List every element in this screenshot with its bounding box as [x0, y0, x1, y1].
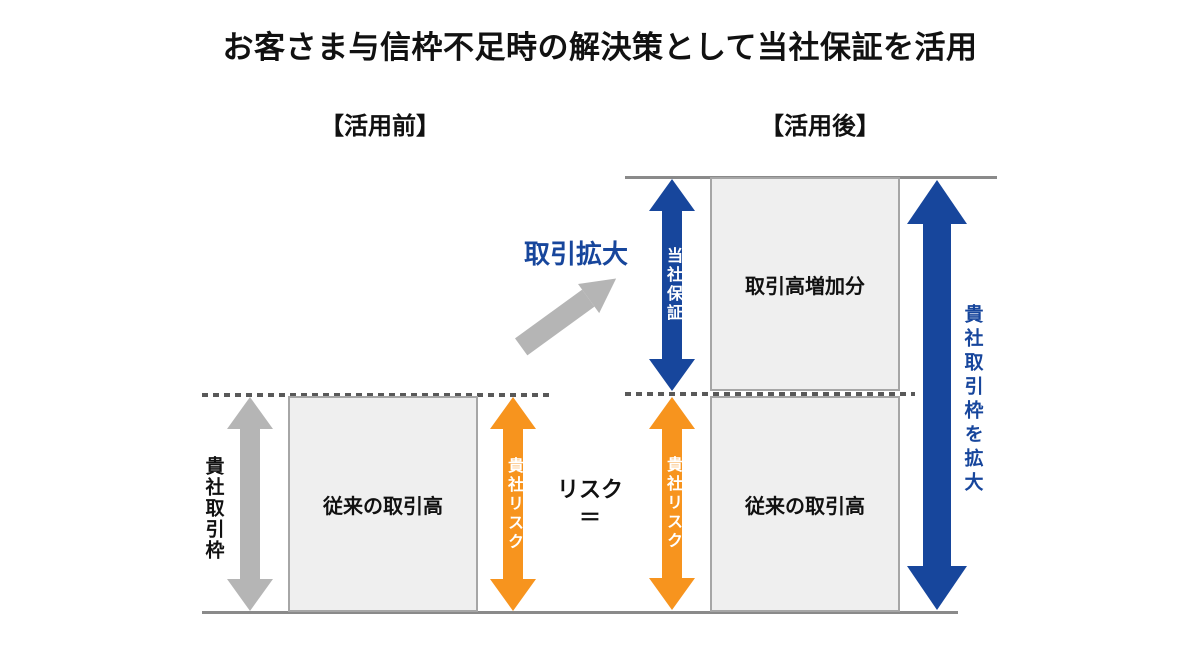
after-heading: 【活用後】 [760, 113, 880, 140]
frame-expand-label: 貴社取引枠を拡大 [961, 304, 983, 496]
before-frame-label: 貴社取引枠 [202, 455, 224, 561]
baseline [202, 611, 958, 614]
before-credit-limit-dotted-line [202, 393, 552, 397]
arrow-head-up-icon [649, 179, 695, 211]
guarantee-label: 当社保証 [664, 247, 681, 323]
arrow-shaft [923, 224, 951, 566]
before-risk-label: 貴社リスク [505, 456, 522, 552]
after-credit-limit-dotted-line [625, 392, 915, 396]
arrow-head-up-icon [227, 397, 273, 429]
after-sales-box: 従来の取引高 [710, 396, 900, 612]
risk-equal-note: リスク ＝ [540, 476, 640, 531]
after-risk-label: 貴社リスク [664, 456, 681, 551]
after-risk-double-arrow: 貴社リスク [649, 397, 695, 610]
frame-expand-double-arrow [907, 180, 967, 610]
arrow-shaft [662, 211, 682, 359]
risk-equal-line2: ＝ [578, 504, 601, 530]
after-sales-box-label: 従来の取引高 [745, 495, 865, 518]
before-heading: 【活用前】 [320, 113, 440, 140]
arrow-head-down-icon [227, 579, 273, 611]
expand-label: 取引拡大 [523, 239, 628, 269]
guarantee-double-arrow: 当社保証 [649, 179, 695, 391]
arrow-head-down-icon [907, 566, 967, 610]
risk-equal-line1: リスク [556, 477, 623, 502]
arrow-shaft [662, 429, 682, 578]
arrow-shaft [515, 289, 595, 356]
before-frame-double-arrow [227, 397, 273, 611]
arrow-shaft [240, 429, 260, 579]
arrow-shaft [503, 429, 523, 579]
expansion-diagonal-arrow [510, 263, 627, 362]
arrow-head-up-icon [907, 180, 967, 224]
before-sales-box-label: 従来の取引高 [323, 495, 443, 518]
arrow-head-up-icon [490, 397, 536, 429]
arrow-head-up-icon [649, 397, 695, 429]
arrow-head-down-icon [490, 579, 536, 611]
before-sales-box: 従来の取引高 [288, 396, 478, 612]
arrow-head-down-icon [649, 578, 695, 610]
arrow-head-down-icon [649, 359, 695, 391]
increase-box: 取引高増加分 [710, 177, 900, 391]
page-title: お客さま与信枠不足時の解決策として当社保証を活用 [222, 30, 978, 65]
increase-box-label: 取引高増加分 [745, 275, 865, 298]
before-risk-double-arrow: 貴社リスク [490, 397, 536, 611]
